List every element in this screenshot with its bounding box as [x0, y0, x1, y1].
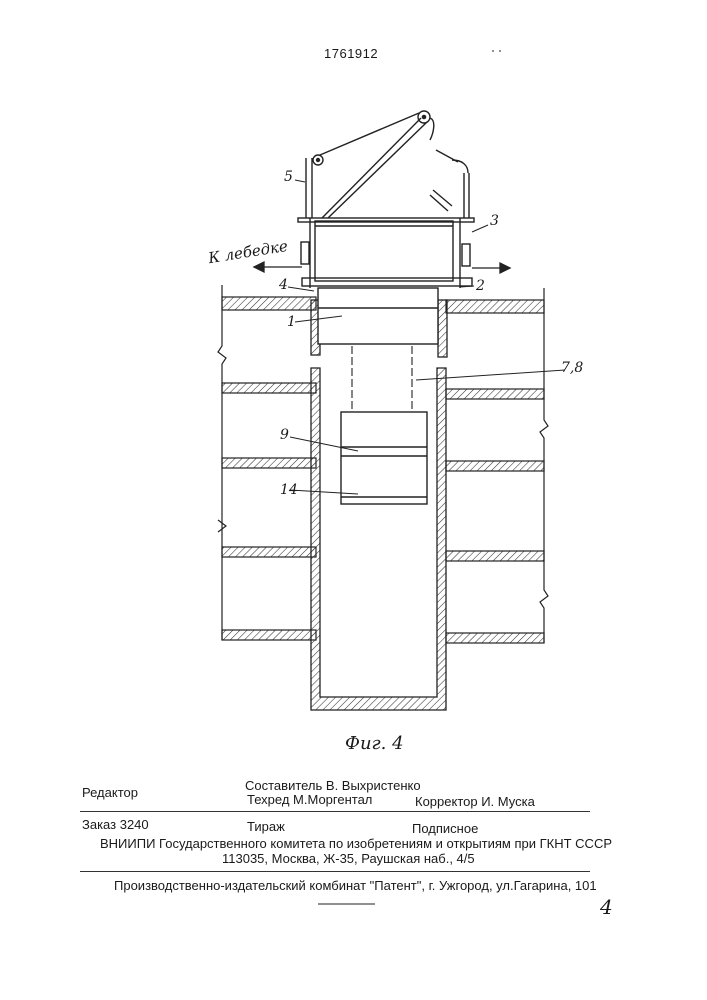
- callout-1: 1: [287, 315, 296, 329]
- callout-5: 5: [284, 170, 293, 184]
- circulation-text: Тираж: [247, 820, 285, 833]
- suspension-cables: [352, 346, 412, 412]
- callout-7-8: 7,8: [561, 361, 583, 375]
- address-text: 113035, Москва, Ж-35, Раушская наб., 4/5: [222, 852, 475, 865]
- callout-4: 4: [279, 278, 288, 292]
- floor-slabs-left: [222, 297, 316, 640]
- publisher-divider: [80, 871, 590, 872]
- callout-3: 3: [490, 214, 499, 228]
- callout-14: 14: [280, 483, 298, 497]
- callout-9: 9: [280, 428, 289, 442]
- techred-text: Техред М.Моргентал: [247, 793, 372, 806]
- footer-divider: [80, 811, 590, 812]
- compiler-text: Составитель В. Выхристенко: [245, 779, 421, 792]
- tool-block: [341, 412, 427, 504]
- shaft-walls: [311, 300, 447, 710]
- editor-label: Редактор: [82, 786, 138, 799]
- publisher-text: Производственно-издательский комбинат "П…: [114, 879, 597, 892]
- subscription-text: Подписное: [412, 822, 478, 835]
- figure-caption: Фиг. 4: [345, 735, 404, 753]
- floor-slabs-right: [446, 300, 544, 643]
- callout-2: 2: [476, 279, 485, 293]
- corrector-text: Корректор И. Муска: [415, 795, 535, 808]
- institute-text: ВНИИПИ Государственного комитета по изоб…: [100, 837, 612, 850]
- page-mark: 4: [600, 897, 613, 917]
- order-text: Заказ 3240: [82, 818, 149, 831]
